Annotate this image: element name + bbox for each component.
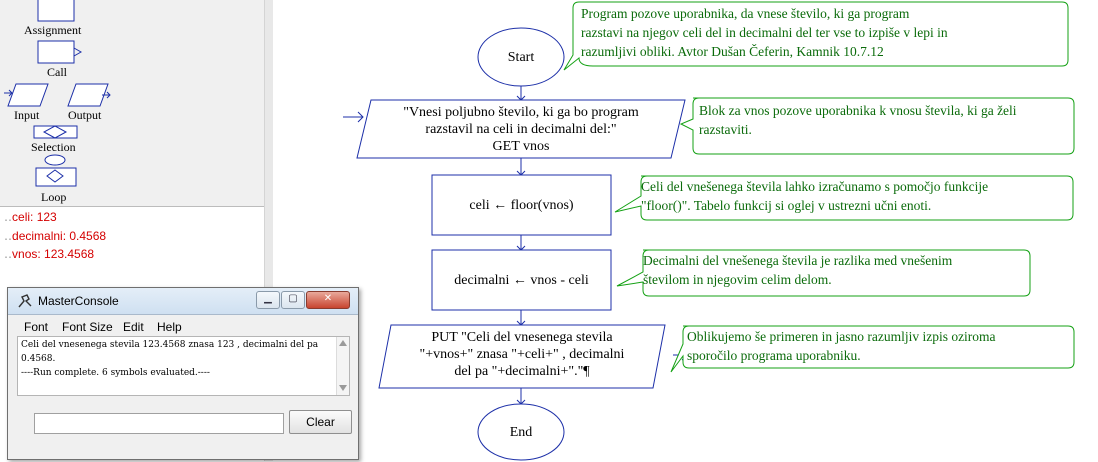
minimize-button[interactable]: ▁ xyxy=(256,291,280,309)
output-block-text: PUT "Celi del vnesenega stevila "+vnos+"… xyxy=(385,329,659,380)
scroll-down-icon[interactable] xyxy=(339,385,347,391)
raptor-icon xyxy=(18,294,32,308)
assignment-label: Assignment xyxy=(24,23,82,37)
assignment-box-decimalni xyxy=(431,249,612,311)
comment-bubble-5 xyxy=(670,325,1075,373)
comment-line: Program pozove uporabnika, da vnese štev… xyxy=(581,6,910,21)
comment-line: sporočilo programa uporabniku. xyxy=(687,348,861,363)
flow-connectors xyxy=(343,86,688,405)
comment-line: Celi del vnešenega števila lahko izračun… xyxy=(641,179,989,194)
loop-label: Loop xyxy=(41,190,67,204)
console-titlebar[interactable]: MasterConsole ▁ ▢ ✕ xyxy=(8,288,358,315)
comment-line: razstavi na njegov celi del in decimalni… xyxy=(581,25,948,40)
console-output[interactable]: Celi del vnesenega stevila 123.4568 znas… xyxy=(17,336,350,396)
variable-item: ‥decimalni: 0.4568 xyxy=(4,229,107,243)
input-block-line: "Vnesi poljubno število, ki ga bo progra… xyxy=(403,105,639,120)
assignment-symbol[interactable] xyxy=(37,0,75,22)
input-block xyxy=(356,99,686,159)
comment-line: Blok za vnos pozove uporabnika k vnosu š… xyxy=(699,103,1017,118)
menu-help[interactable]: Help xyxy=(157,320,182,334)
output-label: Output xyxy=(68,108,102,122)
output-block-line: "+vnos+" znasa "+celi+" , decimalni xyxy=(419,347,625,362)
comment-bubble-3 xyxy=(614,175,1074,221)
menu-font[interactable]: Font xyxy=(24,320,49,334)
close-button[interactable]: ✕ xyxy=(306,291,350,309)
variable-item: ‥celi: 123 xyxy=(4,210,57,224)
panel-scrollbar[interactable] xyxy=(264,0,273,461)
loop-symbol[interactable] xyxy=(33,154,79,190)
input-block-line: razstavil na celi in decimalni del:" xyxy=(425,122,617,137)
start-terminal xyxy=(477,27,565,87)
assignment-decimalni-text: decimalni ← vnos - celi xyxy=(454,273,589,288)
output-block-line: PUT "Celi del vnesenega stevila xyxy=(431,330,613,345)
output-block-line: del pa "+decimalni+"."¶ xyxy=(454,364,590,379)
comment-line: Decimalni del vnešenega števila je razli… xyxy=(643,253,953,268)
comment-line: Oblikujemo še primeren in jasno razumlji… xyxy=(687,329,996,344)
comment-line: "floor()". Tabelo funkcij si oglej v ust… xyxy=(641,198,932,213)
flowchart-shapes xyxy=(343,1,1075,461)
comment-line: razstaviti. xyxy=(699,122,752,137)
menu-font-size[interactable]: Font Size xyxy=(62,320,113,334)
comment-text-3: Celi del vnešenega števila lahko izračun… xyxy=(641,177,988,215)
assignment-box-celi xyxy=(431,174,612,236)
output-line: 0.4568. xyxy=(21,354,56,364)
end-label: End xyxy=(509,425,533,440)
variable-item: ‥vnos: 123.4568 xyxy=(4,247,95,261)
scroll-up-icon[interactable] xyxy=(339,340,347,346)
comment-line: številom in njegovim celim delom. xyxy=(643,272,832,287)
comment-text-5: Oblikujemo še primeren in jasno razumlji… xyxy=(687,327,996,365)
comment-text-4: Decimalni del vnešenega števila je razli… xyxy=(643,251,952,289)
output-block xyxy=(378,324,666,389)
selection-label: Selection xyxy=(31,140,76,154)
symbol-palette: Assignment Call Input Output Selection xyxy=(0,0,264,205)
comment-text-1: Program pozove uporabnika, da vnese štev… xyxy=(581,4,948,61)
comment-bubble-1 xyxy=(563,1,1069,71)
start-label: Start xyxy=(507,50,535,65)
selection-symbol[interactable] xyxy=(33,124,79,140)
call-symbol[interactable] xyxy=(37,40,85,64)
maximize-button[interactable]: ▢ xyxy=(281,291,305,309)
console-title: MasterConsole xyxy=(38,294,119,308)
console-input[interactable] xyxy=(34,413,284,434)
input-symbol[interactable] xyxy=(4,82,50,108)
comment-bubble-2 xyxy=(679,97,1075,155)
call-label: Call xyxy=(47,65,67,79)
master-console-window: MasterConsole ▁ ▢ ✕ Font Font Size Edit … xyxy=(7,287,359,460)
input-block-line: GET vnos xyxy=(492,139,550,154)
output-line: Celi del vnesenega stevila 123.4568 znas… xyxy=(21,340,319,350)
clear-button[interactable]: Clear xyxy=(289,410,352,434)
flowchart-canvas: Start "Vnesi poljubno število, ki ga bo … xyxy=(273,0,1098,461)
end-terminal xyxy=(477,403,565,461)
output-symbol[interactable] xyxy=(66,82,112,108)
assignment-celi-text: celi ← floor(vnos) xyxy=(469,198,574,213)
output-line: ----Run complete. 6 symbols evaluated.--… xyxy=(21,368,210,378)
console-menubar: Font Font Size Edit Help xyxy=(8,318,358,336)
comment-line: razumljivi obliki. Avtor Dušan Čeferin, … xyxy=(581,44,884,59)
output-scrollbar[interactable] xyxy=(336,337,349,395)
input-block-text: "Vnesi poljubno število, ki ga bo progra… xyxy=(363,104,679,155)
input-label: Input xyxy=(14,108,40,122)
menu-edit[interactable]: Edit xyxy=(123,320,144,334)
comment-text-2: Blok za vnos pozove uporabnika k vnosu š… xyxy=(699,101,1017,139)
comment-bubble-4 xyxy=(616,249,1031,297)
